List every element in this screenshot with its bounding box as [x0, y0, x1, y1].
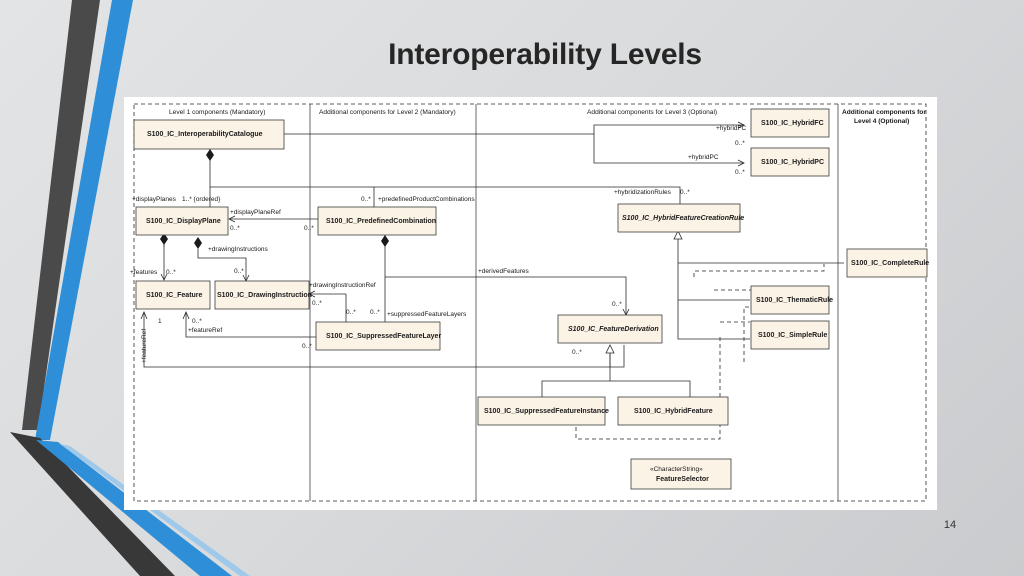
label-feature-one: 1 — [158, 318, 162, 325]
label-hybridfc-mult: 0..* — [735, 140, 745, 147]
class-name: S100_IC_InteroperabilityCatalogue — [147, 131, 263, 138]
class-thematic-rule: S100_IC_ThematicRule — [750, 285, 833, 315]
label-displayplaneref-mult-a: 0..* — [230, 225, 240, 232]
class-name: S100_IC_HybridPC — [761, 159, 824, 166]
label-featureref-mult: 0..* — [192, 318, 202, 325]
class-name: S100_IC_ThematicRule — [756, 297, 833, 304]
class-name: FeatureSelector — [656, 476, 709, 483]
class-hybrid-feature: S100_IC_HybridFeature — [617, 396, 729, 426]
label-suppressed-mult-b: 0..* — [370, 309, 380, 316]
label-featureref-vertical-role: +featureRef — [141, 329, 148, 363]
label-displayplanes-role: +displayPlanes — [132, 196, 177, 203]
levels-frame — [133, 103, 927, 502]
class-hybrid-pc: S100_IC_HybridPC — [750, 147, 830, 177]
class-name: S100_IC_CompleteRule — [851, 260, 929, 267]
label-derivation-mult: 0..* — [572, 349, 582, 356]
label-drawinginstructions-mult: 0..* — [234, 268, 244, 275]
slide-title: Interoperability Levels — [388, 38, 702, 71]
class-name: S100_IC_SimpleRule — [758, 332, 827, 339]
header-level4-line2: Level 4 (Optional) — [854, 118, 909, 125]
class-stereotype: «CharacterString» — [650, 466, 703, 473]
uml-diagram: Level 1 components (Mandatory) Additiona… — [124, 97, 937, 510]
class-name: S100_IC_HybridFeatureCreationRule — [622, 215, 744, 222]
class-name: S100_IC_DisplayPlane — [146, 218, 221, 225]
class-complete-rule: S100_IC_CompleteRule — [846, 248, 929, 278]
class-drawing-instruction: S100_IC_DrawingInstruction — [214, 280, 312, 310]
label-drawingref-mult: 0..* — [312, 300, 322, 307]
class-suppressed-feature-instance: S100_IC_SuppressedFeatureInstance — [477, 396, 609, 426]
connectors — [140, 121, 844, 440]
label-hybridization-role: +hybridizationRules — [614, 189, 672, 196]
class-simple-rule: S100_IC_SimpleRule — [750, 320, 830, 350]
class-name: S100_IC_SuppressedFeatureInstance — [484, 408, 609, 415]
label-derivedfeatures-role: +derivedFeatures — [478, 268, 530, 275]
class-name: S100_IC_HybridFeature — [634, 408, 713, 415]
dark-stripe-lower — [10, 432, 175, 576]
class-hybrid-fc: S100_IC_HybridFC — [750, 108, 830, 138]
label-displayplanes-mult: 1..* {ordered} — [182, 196, 221, 203]
header-level3: Additional components for Level 3 (Optio… — [587, 109, 717, 116]
label-drawingref-role: +drawingInstructionRef — [309, 282, 376, 289]
label-hybridization-mult: 0..* — [680, 189, 690, 196]
label-featureref-role: +featureRef — [188, 327, 222, 334]
header-level1: Level 1 components (Mandatory) — [169, 109, 265, 116]
label-hybridpc-mult: 0..* — [735, 169, 745, 176]
class-suppressed-feature-layer: S100_IC_SuppressedFeatureLayer — [315, 321, 441, 351]
label-displayplaneref-role: +displayPlaneRef — [230, 209, 281, 216]
label-sflref-mult: 0..* — [302, 343, 312, 350]
label-predef-mult: 0..* — [361, 196, 371, 203]
class-name: S100_IC_HybridFC — [761, 120, 824, 127]
label-hybridfc-role: +hybridFC — [716, 125, 746, 132]
slide-number: 14 — [943, 519, 957, 531]
class-name: S100_IC_DrawingInstruction — [217, 292, 312, 299]
class-feature: S100_IC_Feature — [135, 280, 211, 310]
class-name: S100_IC_Feature — [146, 292, 203, 299]
label-hybridpc-role: +hybridPC — [688, 154, 719, 161]
dark-stripe-upper — [22, 0, 100, 430]
label-features-role: +features — [130, 269, 158, 276]
header-level2: Additional components for Level 2 (Manda… — [319, 109, 456, 116]
label-predef-role: +predefinedProductCombinations — [378, 196, 475, 203]
class-display-plane: S100_IC_DisplayPlane — [135, 206, 229, 236]
blue-stripe-upper — [35, 0, 133, 440]
label-displayplaneref-mult-b: 0..* — [304, 225, 314, 232]
label-suppressed-mult-a: 0..* — [346, 309, 356, 316]
class-feature-derivation: S100_IC_FeatureDerivation — [557, 314, 663, 344]
label-drawinginstructions-role: +drawingInstructions — [208, 246, 269, 253]
class-feature-selector: «CharacterString» FeatureSelector — [630, 458, 732, 490]
class-name: S100_IC_PredefinedCombination — [326, 218, 436, 225]
association-labels: +hybridFC 0..* +hybridPC 0..* +displayPl… — [130, 125, 746, 363]
class-hybrid-feature-creation-rule: S100_IC_HybridFeatureCreationRule — [617, 203, 744, 233]
header-level4-line1: Additional components for — [842, 109, 926, 116]
class-name: S100_IC_SuppressedFeatureLayer — [326, 333, 441, 340]
label-derivedfeatures-mult: 0..* — [612, 301, 622, 308]
light-stripe-lower — [60, 444, 250, 576]
class-name: S100_IC_FeatureDerivation — [568, 326, 659, 333]
label-features-mult: 0..* — [166, 269, 176, 276]
class-predefined-combination: S100_IC_PredefinedCombination — [317, 206, 437, 236]
label-suppressed-role: +suppressedFeatureLayers — [387, 311, 467, 318]
class-interoperability-catalogue: S100_IC_InteroperabilityCatalogue — [133, 119, 285, 150]
